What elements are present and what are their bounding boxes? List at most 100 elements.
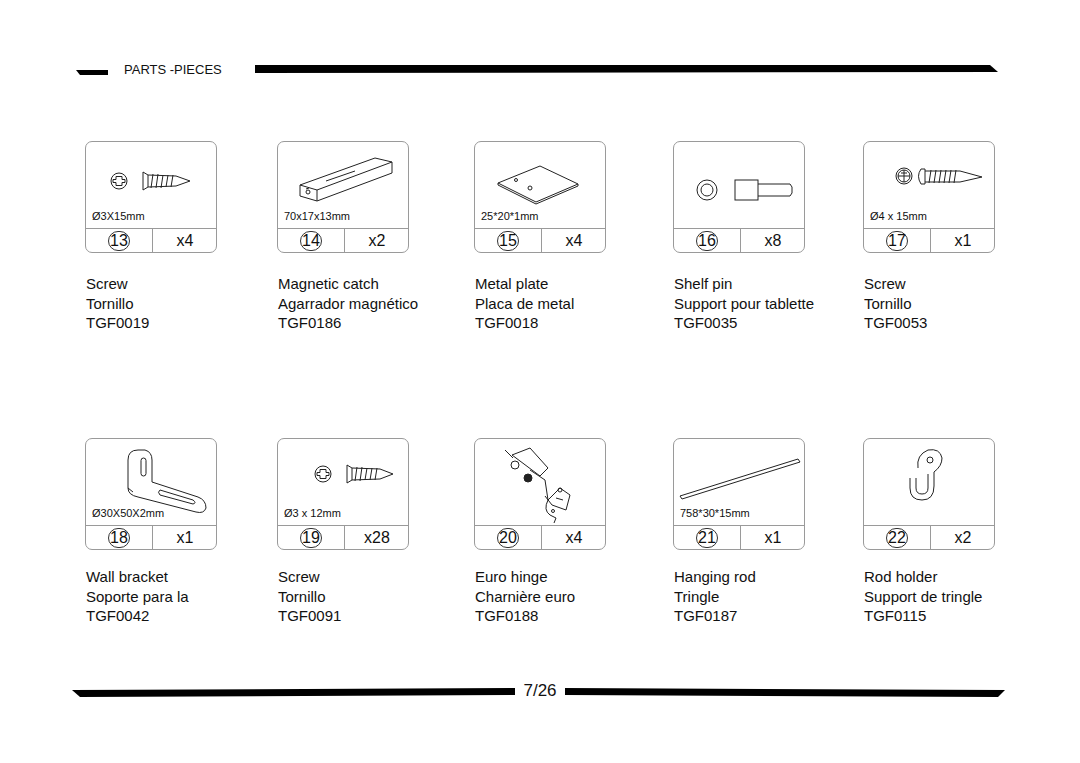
footer-bar — [72, 688, 515, 697]
part-name: Metal plate — [475, 274, 548, 294]
card-divider — [864, 525, 994, 526]
card-divider — [278, 525, 408, 526]
card-divider — [541, 228, 542, 252]
part-card: 758*30*15mm21x1Hanging rodTringleTGF0187 — [673, 438, 805, 550]
card-divider — [152, 525, 153, 549]
quantity: x2 — [930, 527, 996, 549]
part-number: 22 — [864, 527, 930, 549]
part-name: TGF0187 — [674, 606, 737, 626]
dimension-label: Ø4 x 15mm — [870, 210, 927, 222]
part-name: TGF0188 — [475, 606, 538, 626]
screw-drawing — [111, 172, 190, 190]
quantity: x4 — [541, 527, 607, 549]
part-card: 25*20*1mm15x4Metal platePlaca de metalTG… — [474, 141, 606, 253]
part-name: Screw — [864, 274, 906, 294]
part-card: Ø3 x 12mm19x28ScrewTornilloTGF0091 — [277, 438, 409, 550]
part-name: TGF0035 — [674, 313, 737, 333]
part-name: Support de tringle — [864, 587, 982, 607]
card-divider — [475, 525, 605, 526]
card-divider — [86, 525, 216, 526]
quantity: x4 — [152, 230, 218, 252]
header-bar — [255, 65, 998, 73]
screw-drawing — [315, 465, 393, 483]
part-card: 70x17x13mm14x2Magnetic catchAgarrador ma… — [277, 141, 409, 253]
part-number: 14 — [278, 230, 344, 252]
dimension-label: Ø3X15mm — [92, 210, 145, 222]
part-number: 19 — [278, 527, 344, 549]
part-name: Tornillo — [86, 294, 134, 314]
part-name: Euro hinge — [475, 567, 548, 587]
part-card: Ø4 x 15mm17x1ScrewTornilloTGF0053 — [863, 141, 995, 253]
part-name: Screw — [86, 274, 128, 294]
part-number: 13 — [86, 230, 152, 252]
part-name: TGF0019 — [86, 313, 149, 333]
quantity: x1 — [152, 527, 218, 549]
quantity: x8 — [740, 230, 806, 252]
footer-bar — [565, 688, 1005, 697]
card-divider — [930, 525, 931, 549]
card-divider — [740, 228, 741, 252]
part-name: Rod holder — [864, 567, 937, 587]
part-name: Support pour tablette — [674, 294, 814, 314]
quantity: x2 — [344, 230, 410, 252]
part-name: TGF0018 — [475, 313, 538, 333]
card-divider — [344, 525, 345, 549]
part-name: Tringle — [674, 587, 719, 607]
part-number: 18 — [86, 527, 152, 549]
part-name: Screw — [278, 567, 320, 587]
quantity: x1 — [740, 527, 806, 549]
card-divider — [475, 228, 605, 229]
page-number: 7/26 — [518, 681, 562, 701]
part-name: Magnetic catch — [278, 274, 379, 294]
dimension-label: 25*20*1mm — [481, 210, 538, 222]
part-name: TGF0091 — [278, 606, 341, 626]
wall-bracket-drawing — [128, 450, 206, 513]
part-number: 15 — [475, 230, 541, 252]
dimension-label: Ø3 x 12mm — [284, 507, 341, 519]
card-divider — [930, 228, 931, 252]
part-card: 16x8Shelf pinSupport pour tabletteTGF003… — [673, 141, 805, 253]
quantity: x28 — [344, 527, 410, 549]
part-card: Ø30X50X2mm18x1Wall bracketSoporte para l… — [85, 438, 217, 550]
part-card: 20x4Euro hingeCharnière euroTGF0188 — [474, 438, 606, 550]
card-divider — [674, 228, 804, 229]
metal-plate-drawing — [498, 166, 578, 204]
header-bar — [76, 70, 108, 75]
part-name: TGF0042 — [86, 606, 149, 626]
dimension-label: 70x17x13mm — [284, 210, 350, 222]
quantity: x4 — [541, 230, 607, 252]
page-title: PARTS -PIECES — [120, 62, 226, 77]
part-name: Hanging rod — [674, 567, 756, 587]
rod-holder-drawing — [910, 450, 942, 500]
part-number: 17 — [864, 230, 930, 252]
part-name: TGF0115 — [864, 606, 926, 626]
part-name: Tornillo — [278, 587, 326, 607]
part-name: TGF0053 — [864, 313, 927, 333]
card-divider — [864, 228, 994, 229]
part-number: 16 — [674, 230, 740, 252]
dimension-label: 758*30*15mm — [680, 507, 750, 519]
card-divider — [278, 228, 408, 229]
part-name: Soporte para la — [86, 587, 189, 607]
part-name: Shelf pin — [674, 274, 732, 294]
part-name: Placa de metal — [475, 294, 574, 314]
magnetic-catch-drawing — [300, 158, 392, 201]
part-number: 21 — [674, 527, 740, 549]
hanging-rod-drawing — [680, 459, 800, 499]
part-name: Agarrador magnético — [278, 294, 418, 314]
euro-hinge-drawing — [505, 448, 570, 523]
card-divider — [740, 525, 741, 549]
dimension-label: Ø30X50X2mm — [92, 507, 164, 519]
card-divider — [86, 228, 216, 229]
part-name: Charnière euro — [475, 587, 575, 607]
quantity: x1 — [930, 230, 996, 252]
part-name: TGF0186 — [278, 313, 341, 333]
part-card: 22x2Rod holderSupport de tringleTGF0115 — [863, 438, 995, 550]
part-number: 20 — [475, 527, 541, 549]
screw-drawing — [896, 168, 982, 184]
part-name: Wall bracket — [86, 567, 168, 587]
card-divider — [541, 525, 542, 549]
part-name: Tornillo — [864, 294, 912, 314]
card-divider — [674, 525, 804, 526]
